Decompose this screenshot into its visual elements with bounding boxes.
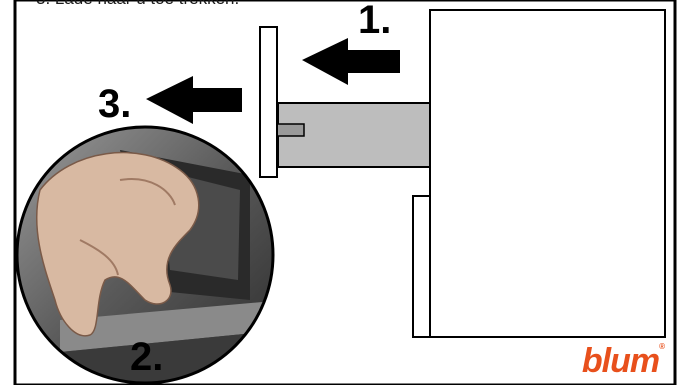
cabinet-body (430, 10, 665, 337)
step-label-1: 1. (358, 0, 391, 40)
step-label-2: 2. (130, 337, 163, 377)
blum-logo-text: blum (582, 342, 659, 380)
instruction-caption: 3. Lade naar u toe trekken. (36, 0, 239, 9)
registered-mark: ® (659, 342, 664, 351)
blum-logo: blum® (582, 342, 664, 381)
step-label-3: 3. (98, 84, 131, 124)
drawer-front-panel (260, 27, 277, 177)
cabinet-side-panel (413, 196, 430, 337)
arrow-step-1 (302, 38, 400, 85)
arrow-step-3 (146, 76, 242, 124)
